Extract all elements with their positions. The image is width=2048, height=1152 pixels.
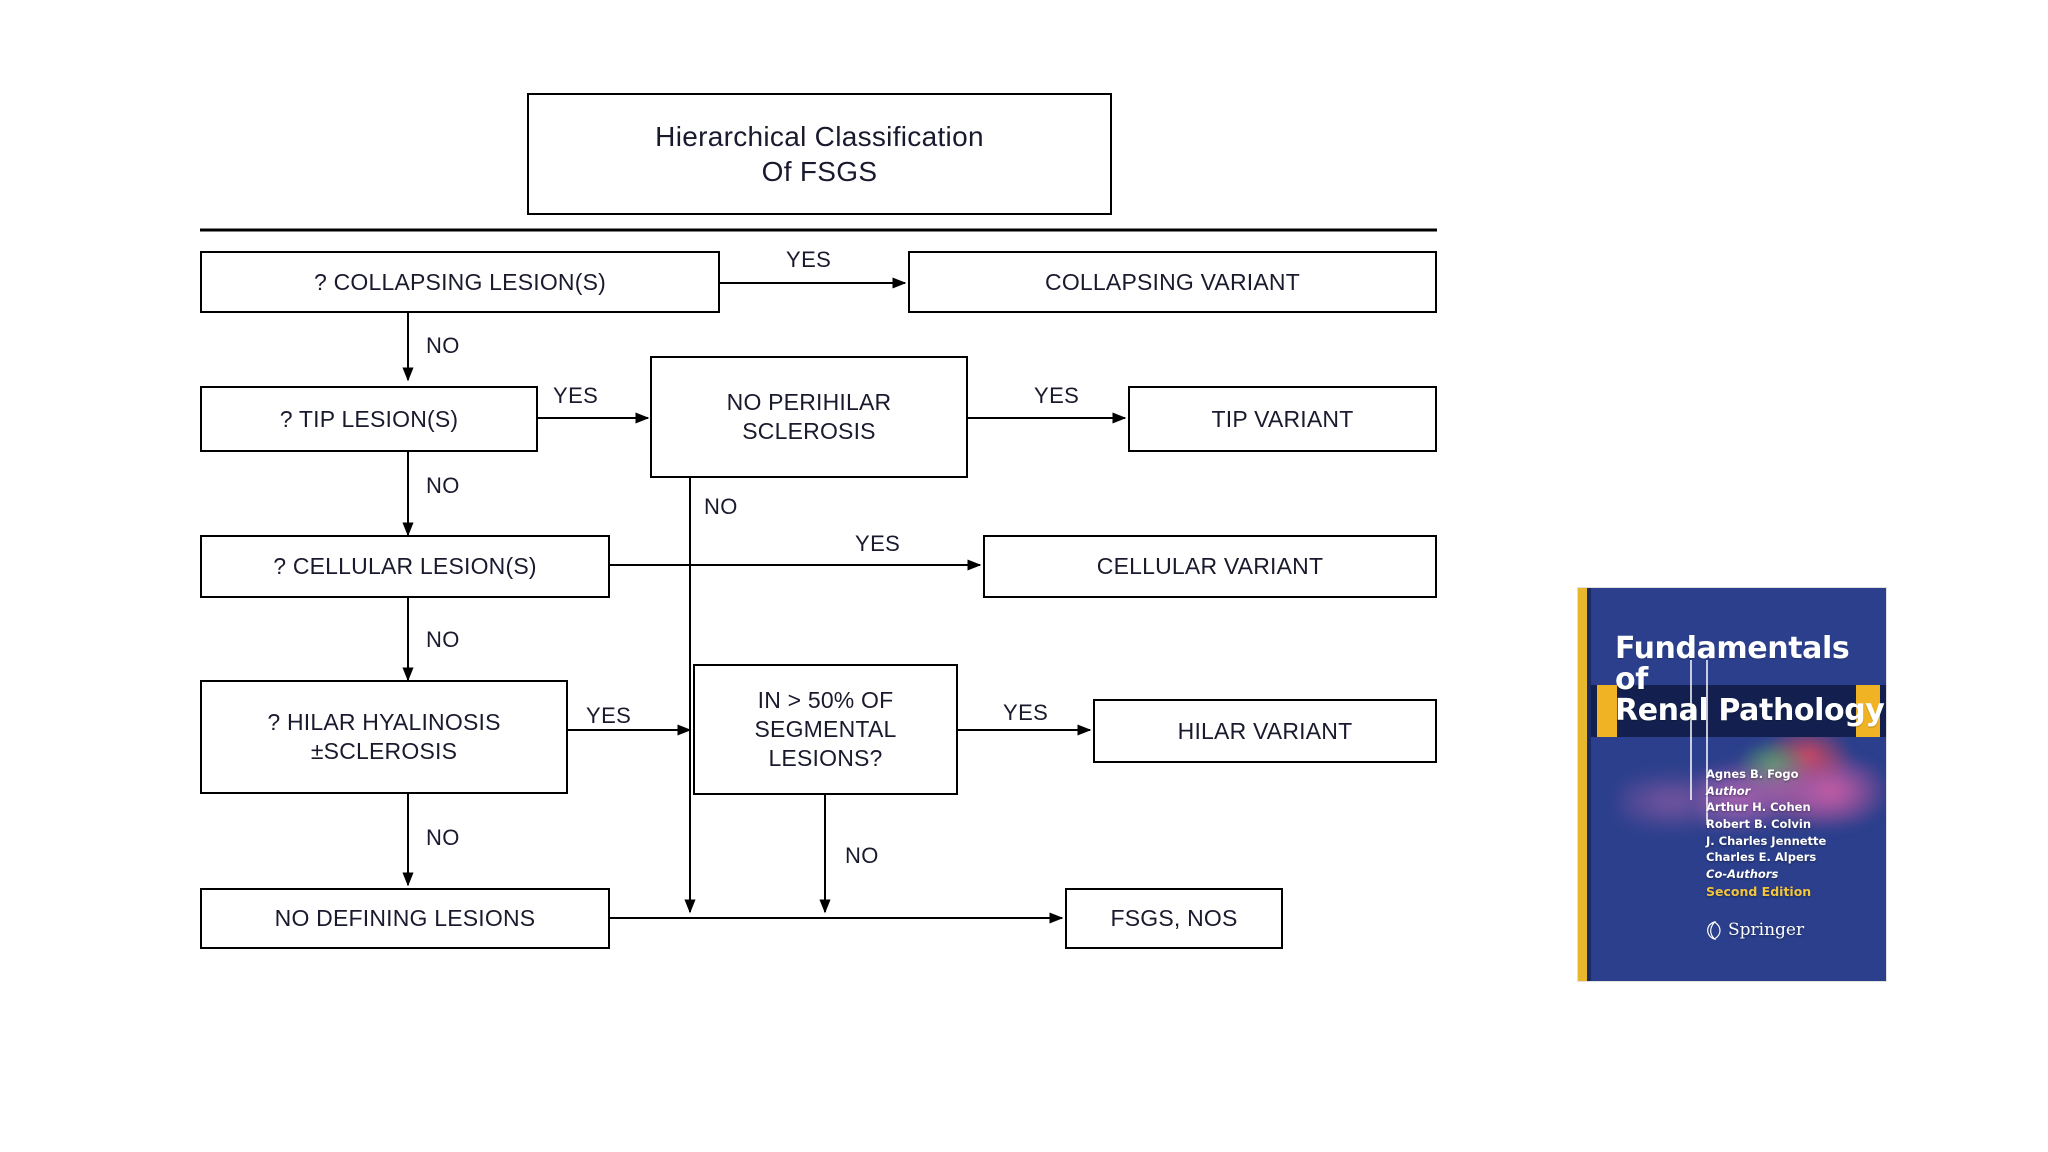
book-title: Fundamentals of Renal Pathology: [1615, 633, 1885, 727]
edge-label-hilar-no: NO: [426, 825, 460, 850]
node-tip-variant[interactable]: TIP VARIANT: [1128, 386, 1437, 452]
node-tip-question[interactable]: ? TIP LESION(S): [200, 386, 538, 452]
edge-label-tip-yes: YES: [553, 383, 599, 408]
book-title-line2: Renal Pathology: [1615, 693, 1885, 729]
node-no-perihilar-sclerosis[interactable]: NO PERIHILAR SCLEROSIS: [650, 356, 968, 478]
flowchart-connectors: [200, 228, 1437, 924]
edge-label-collapsing-no: NO: [426, 333, 460, 358]
book-author-role: Author: [1706, 783, 1751, 798]
cover-spine-gold-stripe: [1578, 588, 1587, 981]
edge-label-segmental-no: NO: [845, 843, 879, 868]
cover-gold-block-right: [1856, 685, 1880, 737]
node-segmental-question[interactable]: IN > 50% OF SEGMENTAL LESIONS?: [693, 664, 958, 795]
book-title-line1: Fundamentals of: [1615, 631, 1850, 698]
node-no-defining-lesions[interactable]: NO DEFINING LESIONS: [200, 888, 610, 949]
edge-label-segmental-yes: YES: [1003, 700, 1049, 725]
edge-label-hilar-yes: YES: [586, 703, 632, 728]
book-coauthor-2: Robert B. Colvin: [1706, 817, 1812, 832]
edge-label-perihilar-yes: YES: [1034, 383, 1080, 408]
edge-label-cellular-no: NO: [426, 627, 460, 652]
node-hilar-variant[interactable]: HILAR VARIANT: [1093, 699, 1437, 763]
book-edition: Second Edition: [1706, 884, 1812, 899]
book-author-name: Agnes B. Fogo: [1706, 767, 1799, 781]
edge-label-perihilar-no: NO: [704, 494, 738, 519]
node-collapsing-question[interactable]: ? COLLAPSING LESION(S): [200, 251, 720, 313]
node-hilar-question[interactable]: ? HILAR HYALINOSIS ±SCLEROSIS: [200, 680, 568, 794]
cover-hairline-left: [1690, 660, 1692, 800]
cover-artwork-swirl-lower: [1618, 763, 1886, 833]
cover-spine-dark-stripe: [1587, 588, 1591, 981]
node-collapsing-variant[interactable]: COLLAPSING VARIANT: [908, 251, 1437, 313]
node-cellular-question[interactable]: ? CELLULAR LESION(S): [200, 535, 610, 598]
node-fsgs-nos[interactable]: FSGS, NOS: [1065, 888, 1283, 949]
book-coauthor-4: Charles E. Alpers: [1706, 850, 1817, 865]
book-coauthor-3: J. Charles Jennette: [1706, 833, 1827, 848]
edge-label-collapsing-yes: YES: [786, 247, 832, 272]
node-cellular-variant[interactable]: CELLULAR VARIANT: [983, 535, 1437, 598]
book-cover-fundamentals-of-renal-pathology: Fundamentals of Renal Pathology Agnes B.…: [1578, 588, 1886, 981]
cover-hairline-right: [1706, 660, 1708, 825]
cover-dark-band: [1578, 685, 1886, 737]
edge-label-tip-no: NO: [426, 473, 460, 498]
cover-gold-block-left: [1597, 685, 1617, 737]
springer-logo-icon: [1706, 920, 1723, 940]
flowchart-title-box: Hierarchical Classification Of FSGS: [527, 93, 1112, 215]
fsgs-classification-flowchart: Hierarchical Classification Of FSGS ? CO…: [200, 93, 1437, 949]
book-authors-list: Agnes B. Fogo Author Arthur H. Cohen Rob…: [1706, 766, 1886, 883]
book-publisher: Springer: [1706, 920, 1804, 940]
book-publisher-name: Springer: [1728, 920, 1805, 940]
book-coauthor-1: Arthur H. Cohen: [1706, 800, 1811, 815]
book-coauthor-role: Co-Authors: [1706, 867, 1779, 882]
edge-label-cellular-yes: YES: [855, 531, 901, 556]
